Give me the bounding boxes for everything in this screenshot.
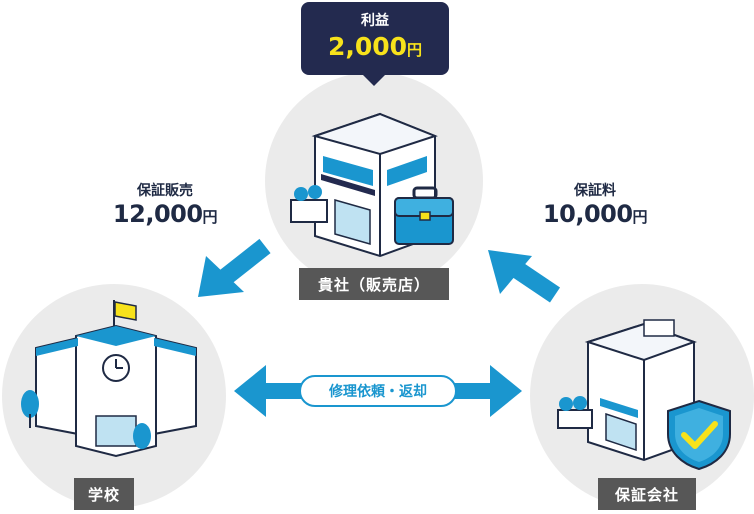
right-flow-amount-unit: 円 — [632, 208, 648, 226]
school-building-icon — [21, 300, 197, 458]
left-flow-label: 保証販売 — [137, 183, 193, 199]
profit-callout-tail — [362, 74, 386, 86]
right-flow-label: 保証料 — [574, 183, 616, 199]
right-flow-amount: 10,000円 — [520, 200, 670, 228]
right-flow-amount-value: 10,000 — [542, 200, 633, 228]
school-node-label: 学校 — [74, 478, 134, 510]
shield-check-icon — [667, 399, 731, 471]
insurer-node-label: 保証会社 — [598, 478, 696, 510]
profit-amount: 2,000円 — [301, 32, 449, 61]
briefcase-icon — [394, 186, 454, 245]
left-flow-amount: 12,000円 — [90, 200, 240, 228]
arrow-shop-to-school — [198, 238, 271, 297]
repair-return-label: 修理依頼・返却 — [299, 375, 457, 407]
arrow-insurer-to-shop — [488, 250, 561, 303]
shop-node-label: 貴社（販売店） — [299, 268, 449, 300]
shop-building-icon — [290, 112, 438, 258]
left-flow-amount-value: 12,000 — [112, 200, 203, 228]
profit-callout — [301, 2, 449, 75]
profit-amount-unit: 円 — [407, 41, 423, 59]
profit-label: 利益 — [361, 13, 389, 29]
profit-amount-value: 2,000 — [327, 32, 408, 61]
left-flow-amount-unit: 円 — [202, 208, 218, 226]
